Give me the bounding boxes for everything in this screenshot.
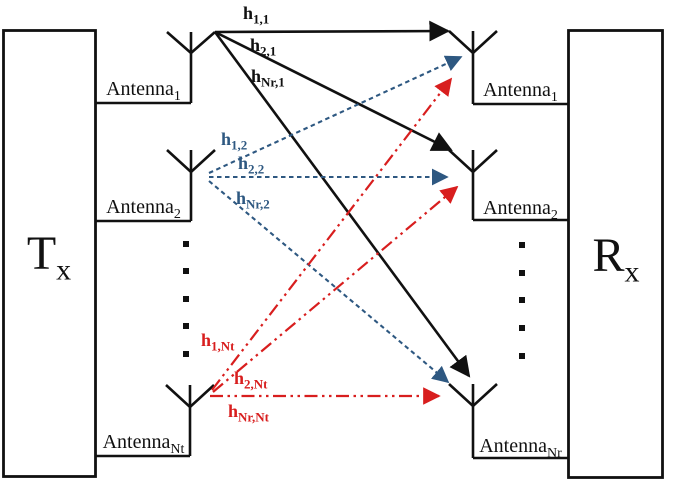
channel-label-h-2-2: h2,2: [238, 153, 265, 177]
channel-arrow-h-2-nt: [212, 185, 459, 393]
rx-antenna-nr-icon: [448, 383, 498, 458]
antenna-label-shelves: [96, 101, 568, 460]
channel-label-h-1-1: h1,1: [243, 3, 270, 27]
rx-antenna-nr-label: AntennaNr: [479, 435, 562, 461]
channel-label-h-1-2: h1,2: [221, 129, 248, 153]
tx-ellipsis-dots: [183, 241, 189, 357]
rx-antenna-1-label: Antenna1: [483, 79, 558, 105]
tx-antenna-1-label: Antenna1: [106, 78, 181, 104]
rx-label: Rx: [592, 229, 640, 289]
tx-box: [2, 29, 97, 478]
rx-antenna-2-icon: [448, 149, 498, 220]
channel-arrow-h-1-2: [208, 55, 463, 174]
channel-label-h-1-nt: h1,Nt: [201, 330, 235, 354]
tx-antenna-nt-label: AntennaNt: [102, 431, 185, 457]
tx-antenna-1-icon: [166, 31, 216, 103]
rx-box: [567, 29, 664, 479]
channel-label-h-nr-2: hNr,2: [236, 188, 270, 212]
tx-antenna-nt-icon: [165, 384, 215, 456]
channel-label-h-nr-1: hNr,1: [251, 66, 285, 90]
rx-antenna-1-icon: [448, 30, 498, 104]
tx-antenna-2-label: Antenna2: [106, 196, 181, 222]
channel-arrow-h-1-1: [214, 20, 451, 42]
tx-label: Tx: [26, 227, 72, 287]
channel-arrow-h-nr-2: [208, 180, 450, 384]
channel-label-h-2-1: h2,1: [250, 35, 277, 59]
rx-antenna-2-label: Antenna2: [483, 197, 558, 223]
channel-label-h-2-nt: h2,Nt: [234, 368, 268, 392]
tx-antenna-2-icon: [166, 149, 216, 221]
rx-ellipsis-dots: [519, 242, 525, 359]
channel-arrow-h-1-nt: [211, 77, 453, 391]
channel-label-h-nr-nt: hNr,Nt: [228, 401, 269, 425]
channel-arrow-h-nr-1: [213, 31, 471, 378]
